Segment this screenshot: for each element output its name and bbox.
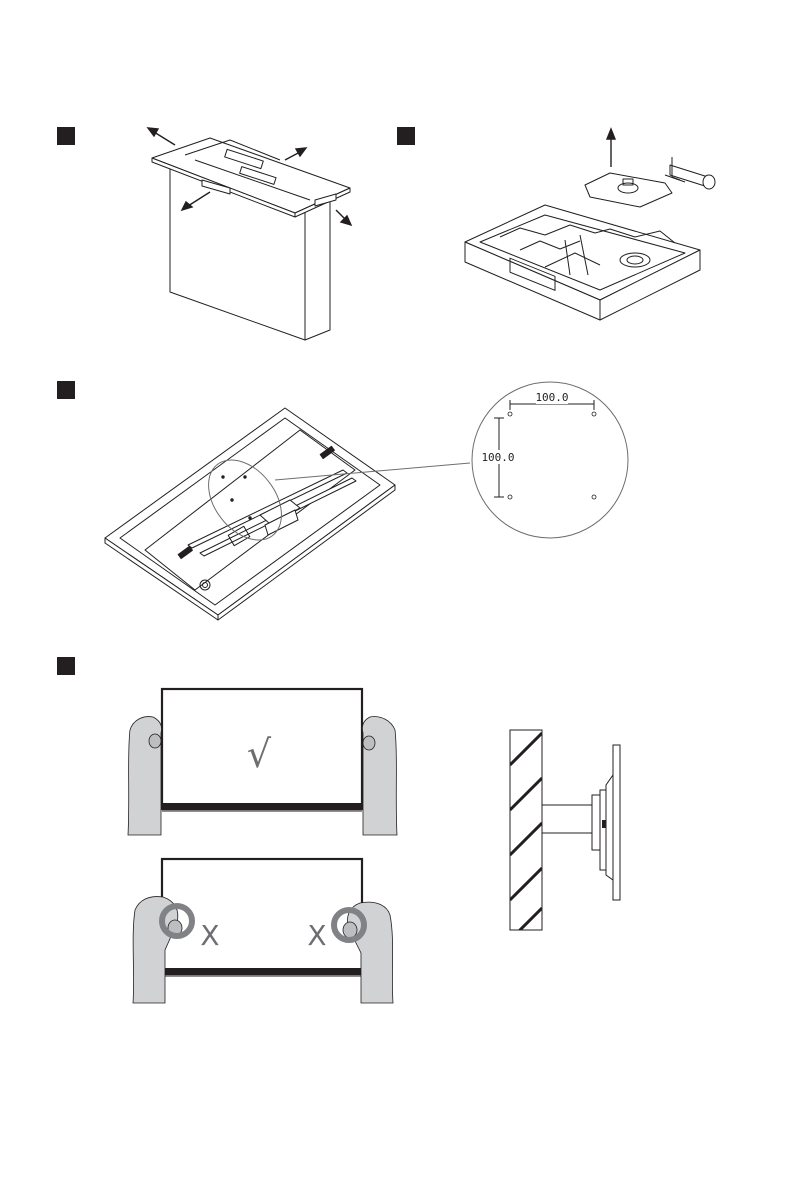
box-lid-removal-illustration: [140, 120, 370, 345]
vesa-vertical-dimension: 100.0: [481, 451, 514, 464]
wrong-handling-illustration: X X: [125, 855, 415, 1010]
correct-check-mark: √: [247, 732, 272, 776]
step-3-marker: [57, 381, 75, 399]
step-2-marker: [397, 127, 415, 145]
correct-handling-illustration: √: [125, 685, 415, 845]
wrong-mark-right: X: [307, 919, 326, 952]
wrong-mark-left: X: [200, 919, 219, 952]
unpack-stand-illustration: [460, 125, 720, 325]
step-4-marker: [57, 657, 75, 675]
step-1-marker: [57, 127, 75, 145]
wall-mount-side-view: [505, 725, 630, 935]
vesa-horizontal-dimension: 100.0: [535, 391, 568, 404]
vesa-detail-circle: 100.0 100.0: [470, 380, 630, 540]
monitor-back-illustration: [100, 400, 400, 625]
